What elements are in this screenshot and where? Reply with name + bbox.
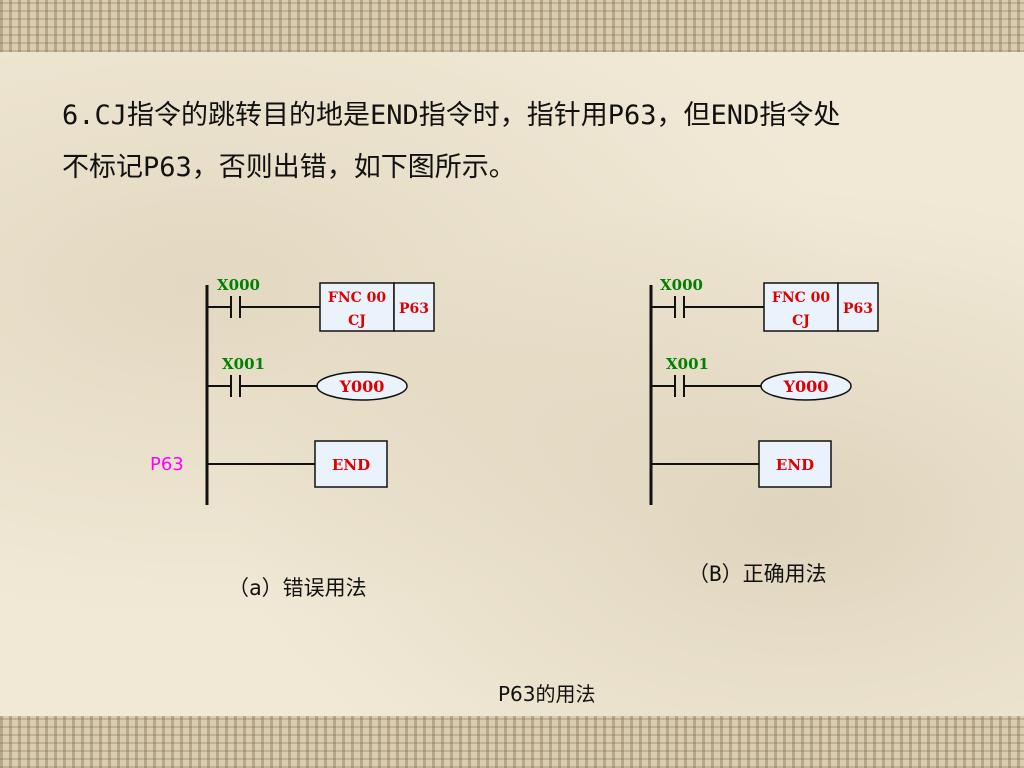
label-x001-b: X001 — [666, 355, 709, 373]
cj-instruction-box-b — [763, 282, 839, 332]
title-line-1: 6.CJ指令的跳转目的地是END指令时，指针用P63，但END指令处 — [62, 100, 841, 131]
top-decorative-band — [0, 0, 1024, 52]
label-pointer-b: P63 — [843, 301, 873, 317]
label-fnc-b: FNC 00 — [772, 290, 830, 306]
label-fnc-a: FNC 00 — [328, 290, 386, 306]
ladder-labels-b: X000 FNC 00 CJ P63 X001 Y000 END — [660, 276, 873, 474]
label-x000-a: X000 — [217, 276, 260, 294]
label-y000-a: Y000 — [339, 377, 385, 396]
figure-caption: P63的用法 — [498, 682, 596, 706]
caption-wrong-usage: （a）错误用法 — [228, 576, 367, 600]
pointer-box-a — [393, 282, 435, 332]
slide-background — [0, 52, 1024, 716]
coil-y000-a — [316, 371, 408, 401]
end-box-b — [758, 440, 832, 488]
ladder-diagram-b — [649, 282, 879, 505]
ladder-diagram-a — [205, 282, 435, 505]
label-pointer-a: P63 — [399, 301, 429, 317]
label-y000-b: Y000 — [783, 377, 829, 396]
caption-correct-usage: （B）正确用法 — [688, 562, 827, 586]
label-end-b: END — [776, 456, 814, 474]
end-box-a — [314, 440, 388, 488]
pointer-box-b — [837, 282, 879, 332]
coil-y000-b — [760, 371, 852, 401]
label-p63-marker-a: P63 — [150, 454, 184, 475]
label-cj-a: CJ — [348, 313, 366, 329]
bottom-decorative-band — [0, 716, 1024, 768]
slide-title: 6.CJ指令的跳转目的地是END指令时，指针用P63，但END指令处 不标记P6… — [62, 90, 1012, 194]
ladder-labels-a: X000 FNC 00 CJ P63 X001 Y000 END P63 — [150, 276, 429, 475]
label-end-a: END — [332, 456, 370, 474]
label-x001-a: X001 — [222, 355, 265, 373]
title-line-2: 不标记P63，否则出错，如下图所示。 — [62, 152, 516, 183]
label-x000-b: X000 — [660, 276, 703, 294]
label-cj-b: CJ — [792, 313, 810, 329]
